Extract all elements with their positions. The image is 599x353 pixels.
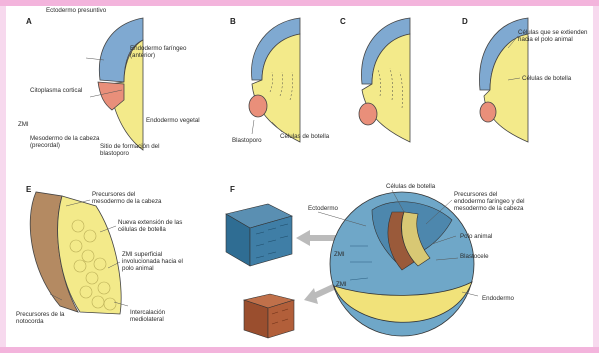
label-zmi-a: ZMI — [18, 121, 29, 128]
panel-f: F Células — [226, 183, 525, 338]
panel-f-letter: F — [230, 185, 235, 194]
mesoderm-salmon-c — [359, 103, 377, 125]
label-zmi-f-1: ZMI — [334, 251, 345, 258]
label-blastocele: Blastocele — [460, 253, 489, 260]
panel-b: B Blastoporo Células de botella — [230, 17, 330, 144]
label-celulas-botella-f: Células de botella — [386, 183, 436, 190]
label-mesodermo-cabeza: Mesodermo de la cabeza(precordal) — [30, 135, 100, 149]
panel-c-letter: C — [340, 17, 346, 26]
panel-a-letter: A — [26, 17, 32, 26]
label-ectodermo-f: Ectodermo — [308, 205, 338, 212]
label-endodermo-vegetal: Endodermo vegetal — [146, 117, 200, 124]
label-polo-animal: Polo animal — [460, 233, 492, 240]
ectoderm-tissue-block — [226, 204, 292, 266]
label-endodermo-faringeo: Endodermo faríngeo(anterior) — [130, 45, 187, 59]
mesoderm-tissue-block — [244, 294, 294, 338]
mesoderm-salmon-b — [249, 95, 267, 117]
label-citoplasma-cortical: Citoplasma cortical — [30, 87, 82, 94]
panel-b-letter: B — [230, 17, 236, 26]
panel-d-letter: D — [462, 17, 468, 26]
label-celulas-botella-d: Células de botella — [522, 75, 572, 82]
panel-a: A Ectodermo presuntivo Endodermo farínge… — [18, 7, 200, 157]
label-endodermo-f: Endodermo — [482, 295, 515, 302]
label-blastoporo: Blastoporo — [232, 137, 262, 144]
label-celulas-botella-b: Células de botella — [280, 133, 330, 140]
label-ectodermo-presuntivo: Ectodermo presuntivo — [46, 7, 107, 14]
mesoderm-salmon-d — [480, 102, 496, 122]
panel-e-letter: E — [26, 185, 32, 194]
panel-c: C — [340, 17, 410, 142]
label-zmi-f-2: ZMI — [336, 281, 347, 288]
